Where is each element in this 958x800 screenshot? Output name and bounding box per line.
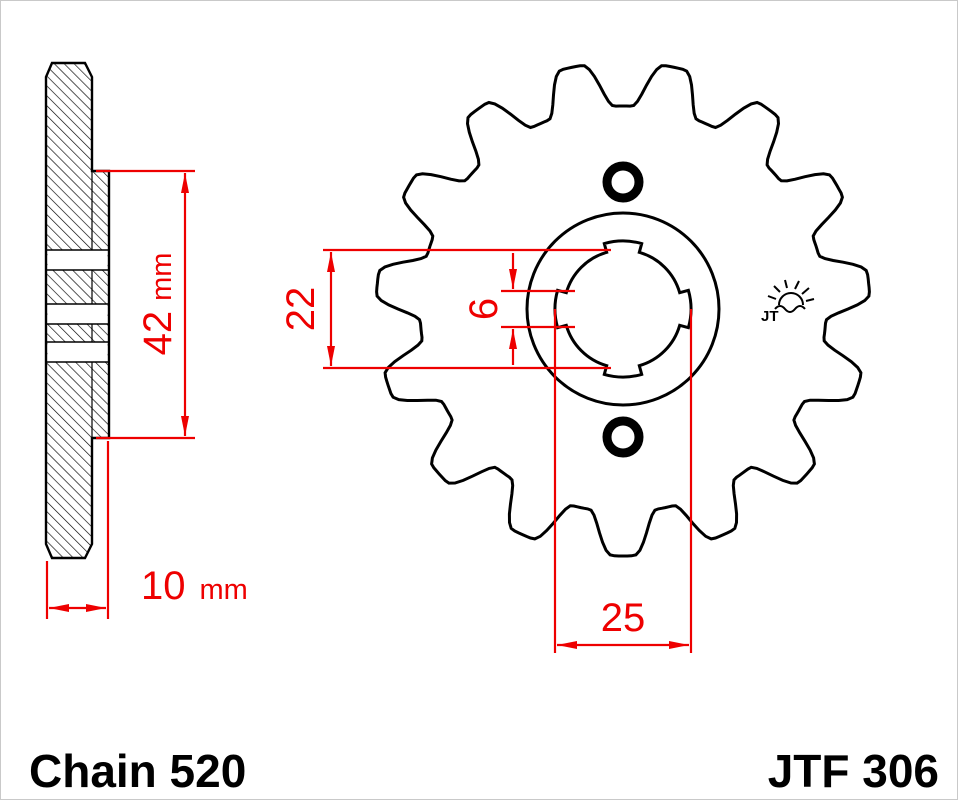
groove-band-edges — [46, 249, 108, 363]
dim-6-label: 6 — [462, 298, 506, 320]
dim-25-label: 25 — [601, 596, 646, 640]
dim-22-label: 22 — [279, 287, 323, 332]
chain-label: Chain 520 — [29, 745, 246, 797]
spline-bore — [553, 239, 693, 379]
jt-logo-text: JT — [761, 308, 779, 325]
front-view: JT — [375, 64, 871, 558]
jt-logo: JT — [761, 279, 815, 325]
groove-band — [47, 304, 108, 324]
hub-circle — [525, 211, 721, 407]
side-view — [44, 61, 111, 560]
dim-42-label: 42mm — [136, 253, 180, 356]
part-number-label: JTF 306 — [768, 745, 939, 797]
bolt-hole-top — [602, 161, 644, 203]
groove-band — [47, 342, 108, 362]
bolt-hole-bottom — [602, 416, 644, 458]
groove-band — [47, 250, 108, 270]
sun-body-icon — [774, 292, 806, 313]
sun-rays-icon — [767, 279, 815, 302]
